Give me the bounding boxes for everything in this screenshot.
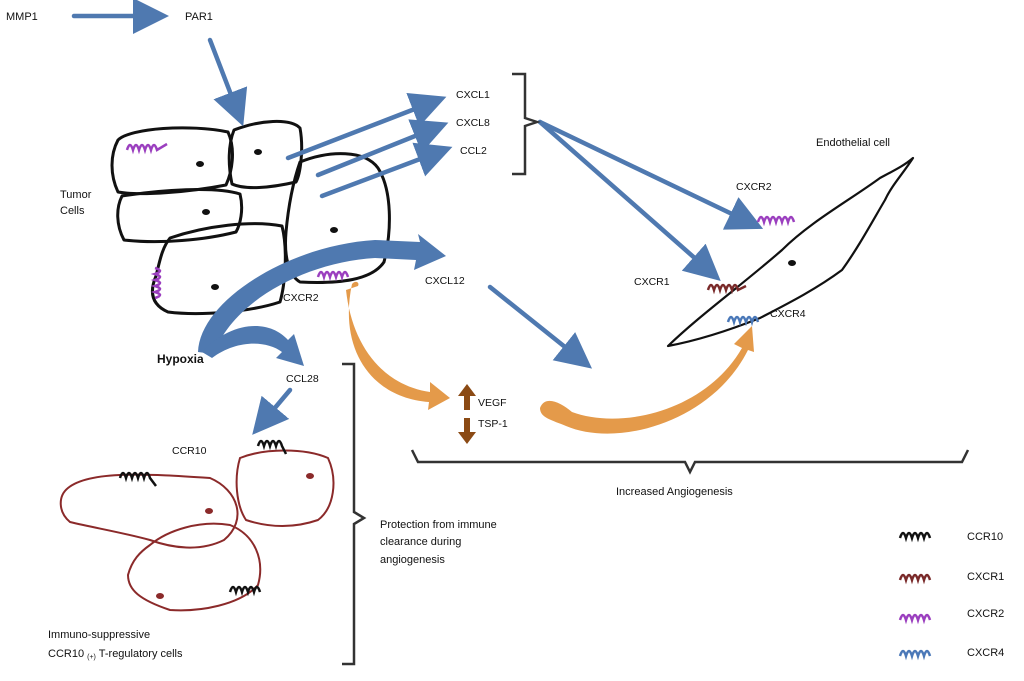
tumor-cell-1 (110, 126, 234, 196)
tumor-cell-3 (116, 188, 244, 244)
angiogenesis-bracket (410, 449, 970, 475)
label-ccr10: CCR10 (172, 445, 207, 457)
treg-cell-3 (126, 522, 262, 612)
legend-ccr10-label: CCR10 (967, 531, 1003, 543)
legend-cxcr2-swatch (898, 613, 932, 625)
legend-cxcr1-label: CXCR1 (967, 571, 1004, 583)
label-cxcr1-endothelial: CXCR1 (634, 276, 670, 288)
ccr10-receptor-2 (256, 439, 288, 455)
label-increased-angiogenesis: Increased Angiogenesis (616, 486, 733, 498)
label-protection-1: Protection from immune (380, 519, 497, 531)
cxcr2-receptor-tumor-left (150, 266, 162, 300)
legend-ccr10-swatch (898, 531, 932, 543)
cxcr4-receptor-endothelial (726, 315, 760, 327)
chemokine-bracket (512, 72, 541, 176)
diagram-labels: MMP1 PAR1 CXCL1 CXCL8 CCL2 Tumor Cells E… (6, 11, 890, 661)
label-ccl28: CCL28 (286, 373, 319, 385)
arrow-ccl28-ccr10 (252, 387, 293, 435)
label-treg-1: Immuno-suppressive (48, 629, 150, 641)
tumor-cell-5 (284, 152, 391, 284)
label-tsp1: TSP-1 (478, 418, 508, 430)
cxcr2-receptor-endothelial (756, 215, 796, 227)
arrow-vegf-endothelial (540, 326, 754, 434)
label-tumor-1: Tumor (60, 189, 92, 201)
label-protection-3: angiogenesis (380, 554, 445, 566)
orange-arrows (346, 281, 754, 434)
label-treg-2-pre: CCR10 (48, 648, 84, 660)
label-treg-2-sub: (+) (87, 654, 96, 661)
legend: CCR10 CXCR1 CXCR2 CXCR4 (898, 531, 1004, 661)
arrow-tumor-cxcl8 (315, 119, 449, 178)
cxcr2-receptor-tumor-bottom (316, 270, 350, 282)
legend-cxcr4-swatch (898, 649, 932, 661)
endothelial-nucleus (788, 260, 796, 266)
label-endothelial: Endothelial cell (816, 137, 890, 149)
ccr10-receptor-1 (118, 471, 157, 487)
protection-bracket (342, 362, 367, 666)
cxcr2-receptor-tumor-top (125, 142, 168, 155)
endothelial-cell (666, 156, 915, 348)
label-mmp1: MMP1 (6, 11, 38, 23)
label-treg-2-post: T-regulatory cells (99, 648, 183, 660)
ccr10-receptor-3 (228, 585, 262, 597)
arrow-cxcr2-vegf (346, 281, 450, 410)
treg-cell-2 (235, 449, 335, 527)
legend-cxcr2-label: CXCR2 (967, 608, 1004, 620)
arrow-hypoxia-cxcl12 (198, 234, 446, 354)
vegf-up-arrow (458, 384, 476, 410)
arrow-cxcl12-angiogenesis (487, 284, 593, 369)
label-protection-2: clearance during (380, 536, 461, 548)
label-cxcr4-endothelial: CXCR4 (770, 308, 806, 320)
label-par1: PAR1 (185, 11, 213, 23)
hypoxia-arrows (198, 234, 446, 366)
label-hypoxia: Hypoxia (157, 352, 204, 366)
treg-cell-1 (59, 473, 239, 549)
arrow-chemokines-cxcr2 (537, 119, 764, 230)
tsp1-down-arrow (458, 418, 476, 444)
label-cxcl12: CXCL12 (425, 275, 465, 287)
ccr10-receptors (118, 439, 288, 597)
label-vegf: VEGF (478, 397, 507, 409)
arrow-chemokines-cxcr1 (537, 119, 721, 281)
treg-cells (59, 449, 335, 612)
label-cxcr2-tumor: CXCR2 (283, 292, 319, 304)
arrow-tumor-ccl2 (319, 142, 453, 199)
blue-arrows (71, 0, 764, 435)
tumor-cell-2 (227, 119, 304, 190)
label-tumor-2: Cells (60, 205, 85, 217)
arrow-tumor-cxcl1 (285, 92, 447, 161)
label-cxcl8: CXCL8 (456, 117, 490, 129)
vegf-updown-arrows (458, 384, 476, 444)
label-treg-2: CCR10 (+) T-regulatory cells (48, 648, 183, 661)
tumor-nuclei (196, 149, 338, 290)
legend-cxcr4-label: CXCR4 (967, 647, 1004, 659)
legend-cxcr1-swatch (898, 573, 932, 585)
label-cxcr2-endothelial: CXCR2 (736, 181, 772, 193)
cxcr1-receptor-endothelial (706, 283, 747, 295)
arrow-hypoxia-ccl28 (202, 326, 304, 366)
treg-nuclei (156, 473, 314, 599)
label-ccl2: CCL2 (460, 145, 487, 157)
tumor-cell-4 (150, 222, 287, 316)
tumor-cell-cluster (110, 119, 391, 316)
arrow-par1-tumor (207, 37, 248, 127)
label-cxcl1: CXCL1 (456, 89, 490, 101)
